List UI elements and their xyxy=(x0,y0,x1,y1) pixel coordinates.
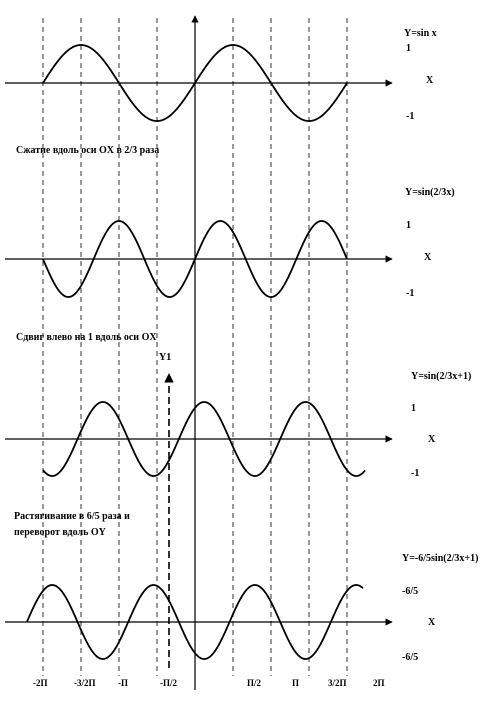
x-tick-label: 3/2П xyxy=(328,678,347,688)
xlabel-panel-2: X xyxy=(424,252,432,263)
ymin-panel-4: -6/5 xyxy=(402,652,419,663)
ymin-panel-2: -1 xyxy=(406,288,415,299)
xlabel-panel-1: X xyxy=(426,75,434,86)
curves-group xyxy=(26,44,366,660)
ymin-panel-1: -1 xyxy=(406,111,415,122)
formula-panel-3: Y=sin(2/3x+1) xyxy=(411,371,472,382)
x-tick-label: 2П xyxy=(373,678,385,688)
curve-sin-2-3x xyxy=(42,220,348,298)
curve-sin-x xyxy=(42,44,348,122)
ymin-panel-3: -1 xyxy=(411,468,420,479)
xlabel-panel-3: X xyxy=(428,434,436,445)
formula-panel-1: Y=sin x xyxy=(404,28,437,39)
curve-neg-6-5-sin xyxy=(26,584,364,660)
caption-compression: Сжатие вдоль оси OX в 2/3 раза xyxy=(16,145,160,156)
ymax-panel-2: 1 xyxy=(406,220,411,231)
caption-stretch-line1: Растягивание в 6/5 раза и xyxy=(14,511,130,522)
ymax-panel-1: 1 xyxy=(406,43,411,54)
dashed-gridlines xyxy=(42,18,348,676)
xlabel-panel-4: X xyxy=(428,617,436,628)
axes-group xyxy=(5,15,393,690)
ymax-panel-3: 1 xyxy=(411,403,416,414)
caption-shift: Сдвиг влево на 1 вдоль оси OX xyxy=(16,332,157,343)
x-tick-label: П/2 xyxy=(247,678,262,688)
x-tick-label: П xyxy=(292,678,300,688)
x-tick-label: -П xyxy=(118,678,128,688)
curve-sin-2-3x-plus-1 xyxy=(42,401,366,477)
formula-panel-2: Y=sin(2/3x) xyxy=(405,187,455,198)
formula-panel-4: Y=-6/5sin(2/3x+1) xyxy=(402,553,479,564)
y1-axis-label: Y1 xyxy=(159,352,172,363)
x-tick-label: -2П xyxy=(33,678,48,688)
caption-stretch-line2: переворот вдоль OY xyxy=(14,527,106,538)
x-tick-label: -3/2П xyxy=(74,678,96,688)
ymax-panel-4: -6/5 xyxy=(402,586,419,597)
x-tick-label: -П/2 xyxy=(160,678,177,688)
